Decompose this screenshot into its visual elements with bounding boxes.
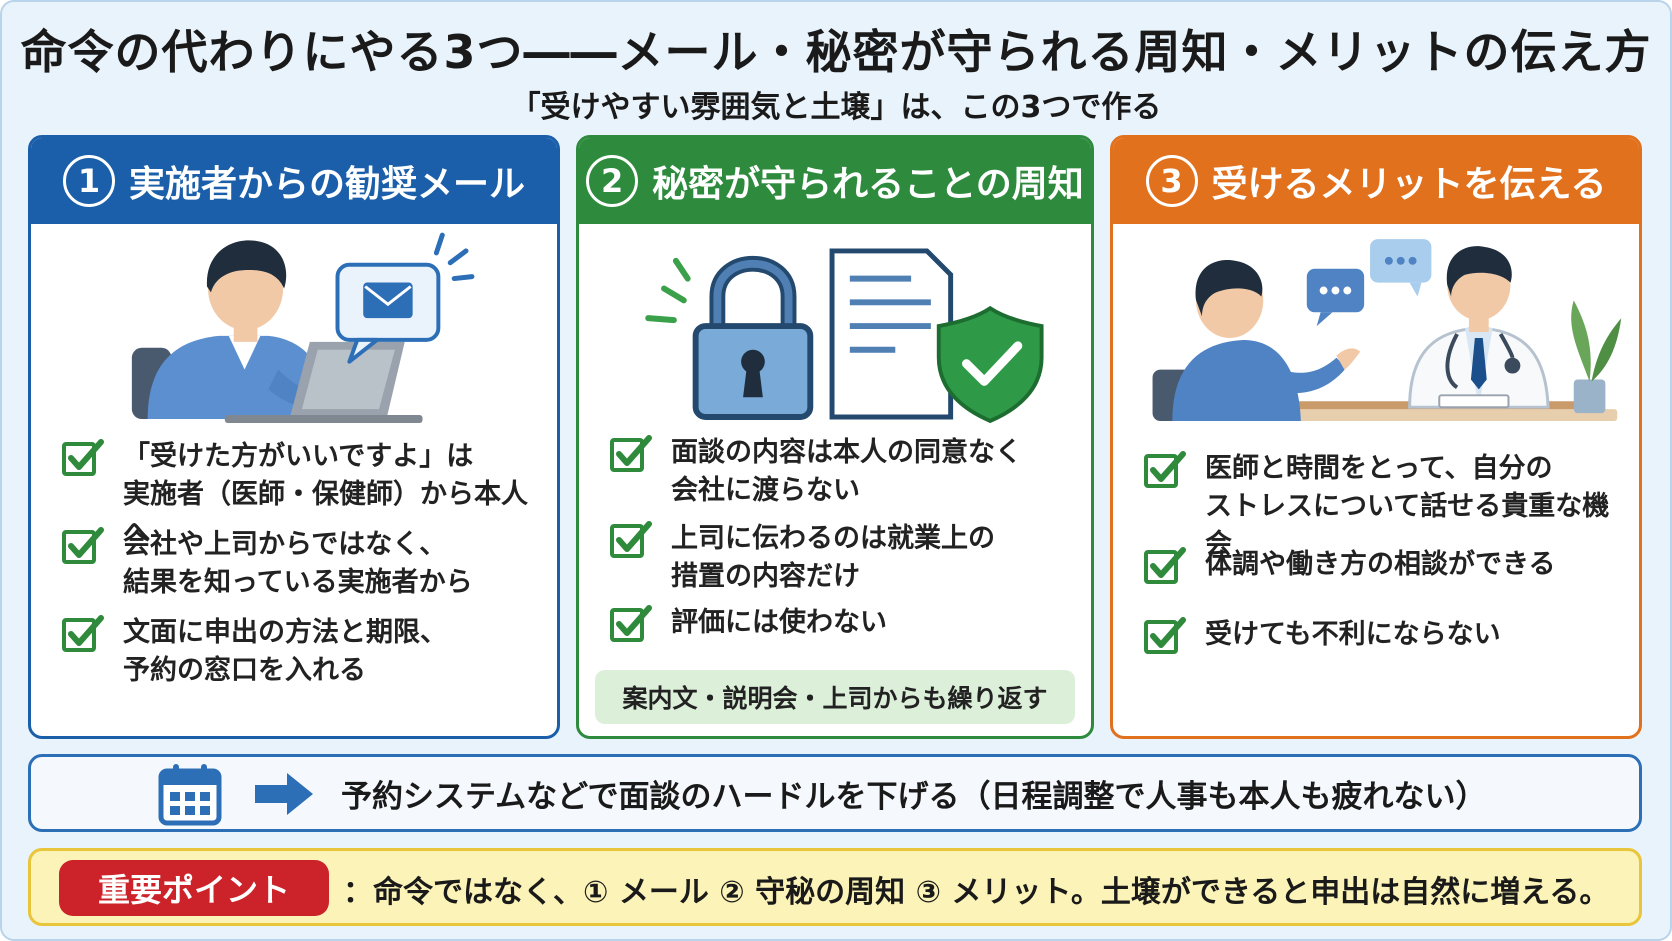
card-confidentiality-number: 2 [586, 155, 639, 207]
page-title: 命令の代わりにやる3つ――メール・秘密が守られる周知・メリットの伝え方 [20, 25, 1652, 79]
list-item: 評価には使わない [609, 604, 1077, 644]
list-item: 上司に伝わるのは就業上の措置の内容だけ [609, 520, 1077, 596]
card-confidentiality-header: 2 秘密が守られることの周知 [579, 138, 1091, 224]
checkbox-check-icon [1144, 547, 1186, 584]
list-item-text: 受けても不利にならない [1205, 619, 1501, 650]
card-confidentiality-heading: 秘密が守られることの周知 [652, 164, 1084, 205]
list-item-text: 「受けた方がいいですよ」は実施者（医師・保健師）から本人へ [123, 441, 528, 548]
checkbox-check-icon [62, 615, 104, 652]
card-merit: 3 受けるメリットを伝える [1110, 135, 1642, 739]
lock-document-shield-icon [645, 248, 1044, 424]
key-point-bar: 重要ポイント ：命令ではなく、① メール ② 守秘の周知 ③ メリット。土壌がで… [28, 848, 1642, 926]
key-point-text: ：命令ではなく、① メール ② 守秘の周知 ③ メリット。土壌ができると申出は自… [343, 875, 1610, 910]
doctor-consultation-icon [1152, 239, 1622, 422]
list-item-text: 評価には使わない [671, 607, 887, 638]
person-laptop-mail-icon [131, 232, 475, 423]
checkbox-check-icon [62, 527, 104, 564]
checkbox-check-icon [1144, 451, 1186, 488]
checkbox-check-icon [1144, 617, 1186, 654]
page-subtitle: 「受けやすい雰囲気と土壌」は、この3つで作る [510, 90, 1162, 125]
card-mail-heading: 実施者からの勧奨メール [128, 164, 525, 205]
reservation-strip: 予約システムなどで面談のハードルを下げる（日程調整で人事も本人も疲れない） [28, 754, 1642, 832]
card-mail-number: 1 [62, 155, 115, 207]
list-item: 会社や上司からではなく、結果を知っている実施者から [61, 526, 543, 602]
list-item: 受けても不利にならない [1143, 616, 1625, 656]
list-item-text: 上司に伝わるのは就業上の措置の内容だけ [671, 523, 995, 592]
card-merit-header: 3 受けるメリットを伝える [1113, 138, 1639, 224]
key-point-badge: 重要ポイント [59, 860, 329, 916]
card-confidentiality: 2 秘密が守られることの周知 面談の内容は本人の同意なく会社に渡らない 上司に伝… [576, 135, 1094, 739]
checkbox-check-icon [610, 435, 652, 472]
calendar-icon [158, 764, 222, 826]
list-item: 「受けた方がいいですよ」は実施者（医師・保健師）から本人へ [61, 438, 543, 552]
list-item-text: 医師と時間をとって、自分のストレスについて話せる貴重な機会 [1205, 453, 1610, 560]
list-item-text: 文面に申出の方法と期限、予約の窓口を入れる [123, 617, 447, 686]
card-confidentiality-note: 案内文・説明会・上司からも繰り返す [595, 670, 1075, 724]
list-item-text: 会社や上司からではなく、結果を知っている実施者から [123, 529, 473, 598]
list-item: 文面に申出の方法と期限、予約の窓口を入れる [61, 614, 543, 690]
list-item-text: 体調や働き方の相談ができる [1205, 549, 1556, 580]
list-item: 体調や働き方の相談ができる [1143, 546, 1625, 586]
checkbox-check-icon [610, 605, 652, 642]
card-mail: 1 実施者からの勧奨メール 「受けた方がいいですよ」は実施者（医師・保健師）から… [28, 135, 560, 739]
checkbox-check-icon [62, 439, 104, 476]
checkbox-check-icon [610, 521, 652, 558]
list-item: 医師と時間をとって、自分のストレスについて話せる貴重な機会 [1143, 450, 1625, 564]
card-merit-heading: 受けるメリットを伝える [1211, 164, 1607, 205]
arrow-right-icon [255, 773, 313, 815]
list-item-text: 面談の内容は本人の同意なく会社に渡らない [671, 437, 1022, 506]
list-item: 面談の内容は本人の同意なく会社に渡らない [609, 434, 1077, 510]
card-merit-number: 3 [1145, 155, 1198, 207]
card-mail-header: 1 実施者からの勧奨メール [31, 138, 557, 224]
reservation-strip-text: 予約システムなどで面談のハードルを下げる（日程調整で人事も本人も疲れない） [341, 779, 1487, 815]
